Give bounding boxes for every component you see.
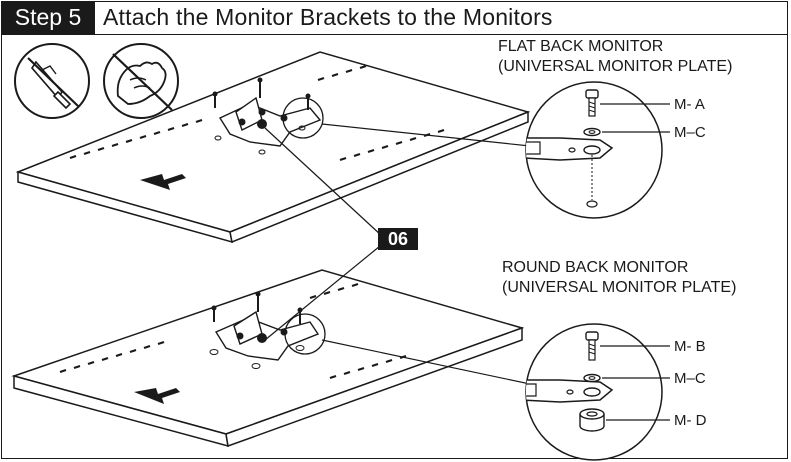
callout-leader-lines <box>264 123 531 385</box>
part-label-m-c: M–C <box>674 124 706 141</box>
part-label-m-b: M- B <box>674 338 706 355</box>
step-title: Attach the Monitor Brackets to the Monit… <box>103 4 553 30</box>
bottom-monitor <box>11 269 525 448</box>
top-monitor <box>15 51 531 244</box>
direction-arrow-icon <box>140 174 186 190</box>
flat-back-title: FLAT BACK MONITOR <box>498 38 664 55</box>
monitor-plate-top <box>212 77 324 155</box>
flat-back-subtitle: (UNIVERSAL MONITOR PLATE) <box>498 58 733 75</box>
part-label-m-a: M- A <box>674 96 705 113</box>
screw-m-a <box>585 89 599 117</box>
part-label-m-c: M–C <box>674 370 706 387</box>
round-back-title: ROUND BACK MONITOR <box>502 259 689 276</box>
detail-round-back <box>525 323 670 461</box>
washer-m-c <box>583 127 601 137</box>
no-power-tools-icon <box>14 43 90 119</box>
part-label-m-d: M- D <box>674 412 707 429</box>
step-number-tag: Step 5 <box>1 1 95 34</box>
direction-arrow-icon <box>134 388 180 404</box>
step-header: Step 5 Attach the Monitor Brackets to th… <box>1 1 788 35</box>
washer-m-c <box>583 373 601 383</box>
round-back-subtitle: (UNIVERSAL MONITOR PLATE) <box>502 279 737 296</box>
screw-m-b <box>585 331 599 361</box>
detail-flat-back <box>525 81 670 219</box>
spacer-m-d <box>579 408 605 432</box>
part-code-tag: 06 <box>378 228 418 250</box>
hand-tighten-icon <box>103 43 179 119</box>
